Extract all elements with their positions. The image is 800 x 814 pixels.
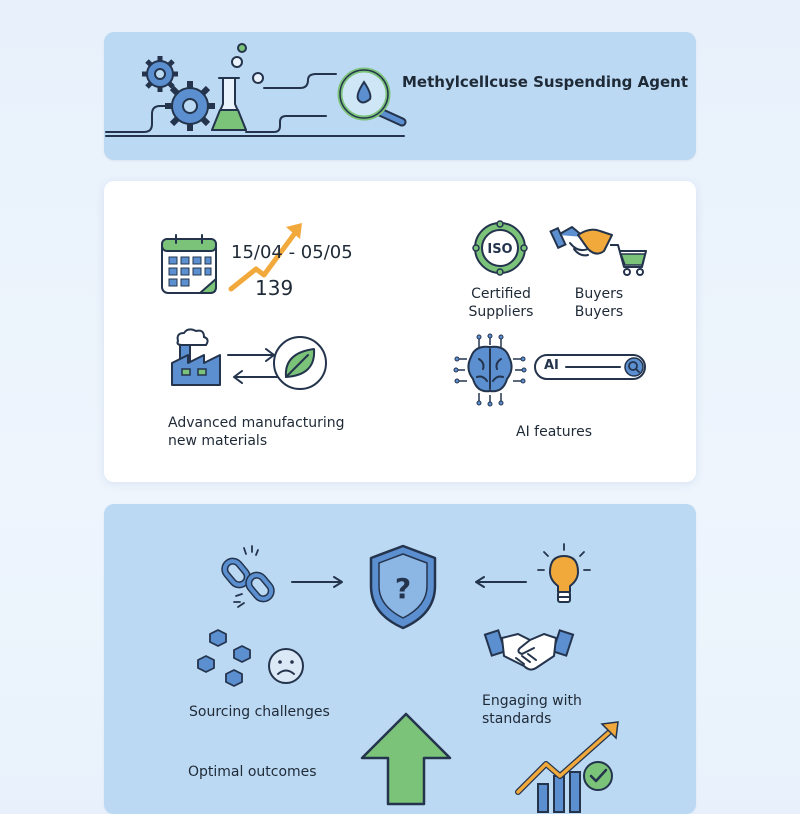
ai-search-bar[interactable] xyxy=(534,354,648,382)
shield-question-icon: ? xyxy=(369,544,437,630)
count-value: 139 xyxy=(255,276,294,300)
flask-icon xyxy=(211,43,264,131)
gear-icon xyxy=(165,81,215,131)
shield-symbol: ? xyxy=(395,572,411,605)
up-arrow-icon xyxy=(360,712,452,806)
magnifier-drop-icon xyxy=(337,67,407,127)
optimal-outcomes-label: Optimal outcomes xyxy=(188,764,317,780)
search-icon xyxy=(628,361,640,373)
gear-icon xyxy=(142,56,178,92)
broken-chain-icon xyxy=(221,545,275,608)
arrow-right-icon xyxy=(291,576,343,588)
scattered-boxes-icon xyxy=(197,629,251,687)
handshake-cart-icon xyxy=(549,226,647,276)
sad-face-icon xyxy=(268,648,304,684)
lab-process-illustration xyxy=(105,43,407,137)
exchange-arrows-icon xyxy=(227,348,281,384)
calendar-icon xyxy=(161,234,217,294)
growth-chart-icon xyxy=(515,721,619,813)
header-card: Methylcellcuse Suspending Agent xyxy=(104,32,696,160)
date-range: 15/04 - 05/05 xyxy=(231,242,353,263)
lightbulb-icon xyxy=(537,543,591,603)
handshake-icon xyxy=(483,629,575,671)
ai-features-label: AI features xyxy=(516,424,592,440)
trend-arrow-icon xyxy=(228,223,302,292)
page-title: Methylcellcuse Suspending Agent xyxy=(402,73,688,91)
factory-icon xyxy=(171,328,221,386)
leaf-icon xyxy=(273,336,327,390)
brain-chip-icon xyxy=(453,333,527,407)
sourcing-challenges-label: Sourcing challenges xyxy=(189,704,330,720)
iso-badge-text: ISO xyxy=(487,242,512,257)
iso-badge-icon: ISO xyxy=(472,220,528,276)
arrow-left-icon xyxy=(475,576,527,588)
ai-search-text: AI xyxy=(544,358,559,373)
